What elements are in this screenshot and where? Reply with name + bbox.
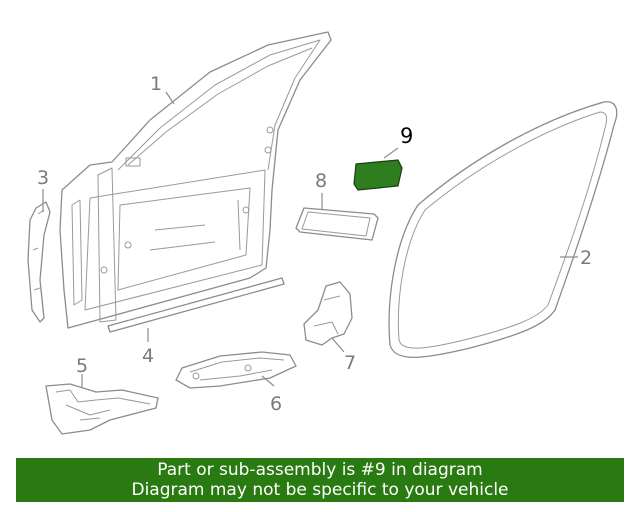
callout-4: 4: [142, 345, 154, 367]
callout-9: 9: [400, 124, 413, 148]
callout-labels: 1 2 3 4 5 6 7 8 9: [37, 73, 592, 415]
info-banner: Part or sub-assembly is #9 in diagram Di…: [16, 458, 624, 502]
banner-line-2: Diagram may not be specific to your vehi…: [131, 480, 509, 500]
part-2-weatherstrip[interactable]: [388, 101, 618, 359]
callout-3: 3: [37, 167, 49, 189]
part-8-plate[interactable]: [295, 207, 379, 241]
part-9-highlighted[interactable]: [353, 159, 403, 191]
callout-8: 8: [315, 170, 327, 192]
part-3-trim-strip[interactable]: [27, 201, 51, 323]
part-5-bracket[interactable]: [45, 383, 159, 435]
part-4-sill-strip[interactable]: [107, 277, 285, 333]
callout-5: 5: [76, 355, 88, 377]
part-1-door-frame[interactable]: [59, 31, 332, 329]
banner-line-1: Part or sub-assembly is #9 in diagram: [157, 460, 483, 480]
leader-lines: [42, 91, 578, 388]
callout-7: 7: [344, 352, 356, 374]
callout-2: 2: [580, 247, 592, 269]
part-7-small-bracket[interactable]: [303, 281, 353, 346]
callout-1: 1: [150, 73, 162, 95]
part-6-step-panel[interactable]: [175, 351, 297, 389]
callout-6: 6: [270, 393, 282, 415]
